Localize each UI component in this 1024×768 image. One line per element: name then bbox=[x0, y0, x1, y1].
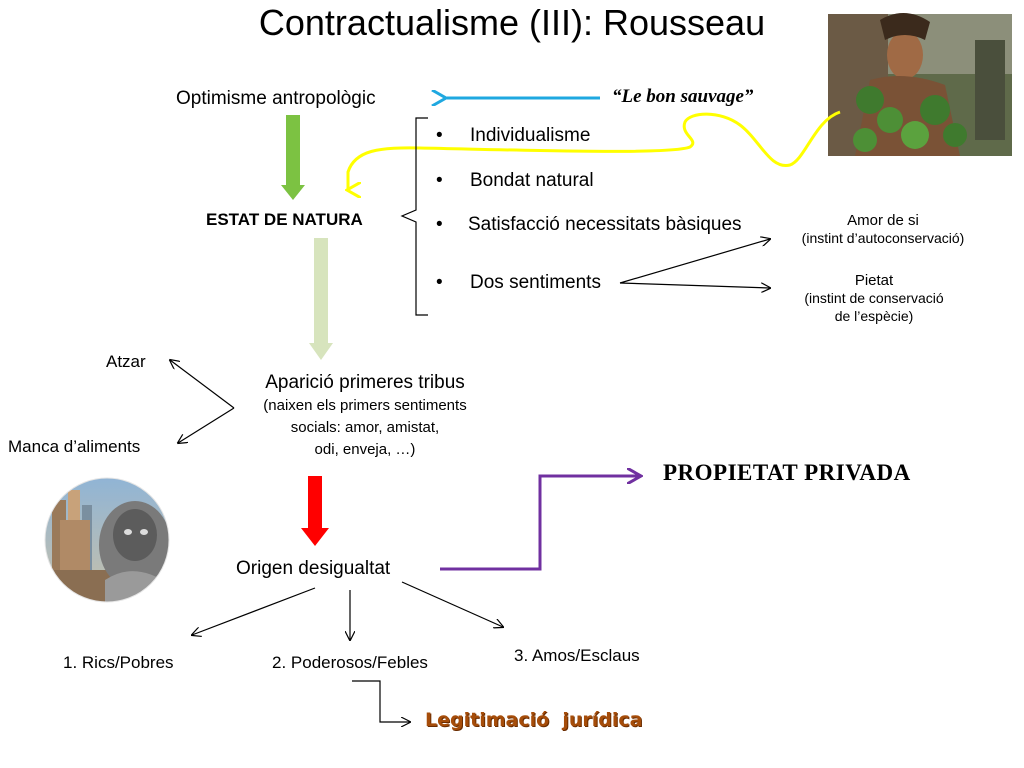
pietat-sub-2: de l’espècie) bbox=[834, 308, 914, 324]
amor-de-si-box: Amor de si (instint d’autoconservació) bbox=[778, 212, 988, 247]
green-arrow bbox=[281, 115, 305, 200]
bullet-item: • Individualisme bbox=[436, 125, 590, 147]
amor-de-si-title: Amor de si bbox=[847, 212, 919, 229]
legitimacio-juridica-label: Legitimació jurídica bbox=[425, 709, 643, 731]
arrow-amor-de-si bbox=[619, 239, 770, 284]
arrow-pietat bbox=[619, 282, 770, 288]
bon-sauvage-photo bbox=[828, 12, 1012, 156]
estat-natura-label: ESTAT DE NATURA bbox=[206, 210, 363, 229]
city-child-photo bbox=[45, 478, 169, 602]
pietat-sub-1: (instint de conservació bbox=[804, 290, 944, 306]
yellow-arrow bbox=[348, 110, 841, 190]
bullet-brace bbox=[400, 117, 428, 316]
pietat-box: Pietat (instint de conservació de l’espè… bbox=[774, 272, 974, 325]
purple-arrow bbox=[440, 476, 640, 571]
arrow-legitimacio bbox=[352, 680, 410, 722]
bullet-glyph: • bbox=[436, 214, 443, 235]
bullet-glyph: • bbox=[436, 125, 443, 146]
bullet-label-bondat: Bondat natural bbox=[470, 170, 594, 191]
tribus-line-3: odi, enveja, …) bbox=[314, 441, 416, 458]
origen-desigualtat-label: Origen desigualtat bbox=[236, 558, 391, 579]
bullet-label-satisfaccio: Satisfacció necessitats bàsiques bbox=[468, 214, 742, 235]
outcome-poderosos-febles: 2. Poderosos/Febles bbox=[272, 653, 428, 672]
arrow-amos bbox=[401, 581, 503, 627]
bullet-item: • Satisfacció necessitats bàsiques bbox=[436, 214, 742, 236]
outcome-rics-pobres: 1. Rics/Pobres bbox=[63, 653, 174, 672]
tribus-title: Aparició primeres tribus bbox=[265, 372, 465, 393]
tribus-box: Aparició primeres tribus (naixen els pri… bbox=[225, 371, 505, 461]
manca-aliments-label: Manca d’aliments bbox=[8, 437, 141, 456]
arrow-atzar bbox=[170, 360, 235, 409]
light-green-arrow bbox=[309, 238, 333, 360]
photo-circle-border bbox=[44, 477, 170, 603]
bullet-glyph: • bbox=[436, 272, 443, 293]
arrow-rics-pobres bbox=[192, 587, 316, 635]
bullet-item: • Bondat natural bbox=[436, 170, 594, 192]
amor-de-si-sub: (instint d’autoconservació) bbox=[801, 230, 965, 246]
bullet-item: • Dos sentiments bbox=[436, 272, 601, 294]
tribus-line-1: (naixen els primers sentiments bbox=[263, 397, 467, 414]
bullet-label-dos-sentiments: Dos sentiments bbox=[470, 272, 601, 293]
outcome-amos-esclaus: 3. Amos/Esclaus bbox=[514, 646, 640, 665]
propietat-privada-label: PROPIETAT PRIVADA bbox=[663, 460, 911, 485]
tribus-line-2: socials: amor, amistat, bbox=[290, 419, 440, 436]
bullet-glyph: • bbox=[436, 170, 443, 191]
page-title: Contractualisme (III): Rousseau bbox=[258, 2, 766, 43]
optimisme-label: Optimisme antropològic bbox=[176, 88, 376, 109]
bon-sauvage-label: “Le bon sauvage” bbox=[612, 86, 754, 107]
red-arrow bbox=[301, 476, 329, 546]
atzar-label: Atzar bbox=[106, 352, 146, 371]
pietat-title: Pietat bbox=[854, 272, 894, 289]
arrow-manca bbox=[178, 407, 235, 443]
bullet-label-individualisme: Individualisme bbox=[470, 125, 591, 146]
